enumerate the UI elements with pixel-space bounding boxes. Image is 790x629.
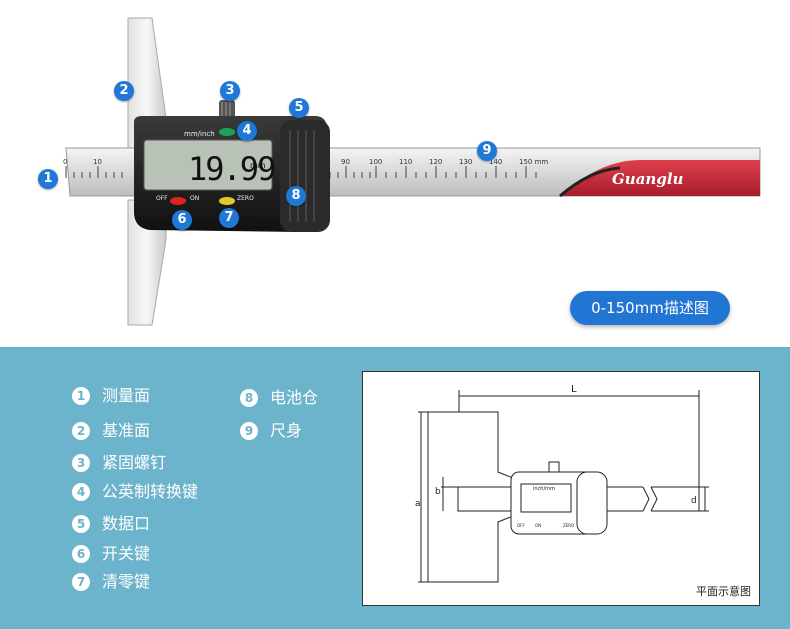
legend-item: 5 数据口 [72, 513, 150, 535]
callout-badge-1: 1 [38, 169, 58, 189]
legend-text: 公英制转换键 [102, 482, 199, 501]
zero-button [219, 197, 235, 205]
legend-text: 测量面 [102, 386, 151, 405]
mini-unit-label: inch/mm [533, 486, 555, 492]
unit-switch-label: mm/inch [184, 130, 215, 138]
legend-text: 数据口 [102, 514, 151, 533]
mini-on-label: ON [535, 523, 541, 528]
lock-screw [219, 100, 235, 120]
legend-text: 电池仓 [270, 388, 319, 407]
scale-label: 120 [429, 158, 442, 166]
legend-item: 2 基准面 [72, 420, 150, 442]
legend-number: 3 [72, 454, 90, 472]
legend-number: 5 [72, 515, 90, 533]
zero-label: ZERO [237, 195, 254, 202]
mini-zero-label: ZERO [563, 523, 574, 528]
scale-label: 110 [399, 158, 412, 166]
legend-number: 9 [240, 422, 258, 440]
depth-gauge-illustration: 0 10 90 100 110 120 130 140 150 mm Guang… [63, 17, 761, 326]
legend-text: 基准面 [102, 421, 151, 440]
legend-text: 尺身 [270, 421, 303, 440]
scale-label: 10 [93, 158, 102, 166]
callout-badge-8: 8 [286, 186, 306, 206]
legend-number: 2 [72, 422, 90, 440]
legend-item: 8 电池仓 [240, 387, 318, 409]
callout-badge-2: 2 [114, 81, 134, 101]
diagram-title: 平面示意图 [696, 585, 751, 598]
callout-badge-3: 3 [220, 81, 240, 101]
scale-label: 90 [341, 158, 350, 166]
ruler-ticks [65, 166, 537, 178]
legend-number: 6 [72, 545, 90, 563]
legend-item: 3 紧固螺钉 [72, 452, 166, 474]
dim-a-label: a [415, 499, 421, 509]
plan-view-diagram: L a b d inch/mm OFF ON ZERO 平面示意图 [362, 371, 760, 606]
scale-label: 130 [459, 158, 472, 166]
dim-l-label: L [571, 384, 577, 395]
legend-item: 7 清零键 [72, 571, 150, 593]
ruler-scale-labels: 0 10 90 100 110 120 130 140 150 mm [63, 158, 548, 166]
plan-view-drawing: L a b d inch/mm OFF ON ZERO [415, 384, 709, 583]
callout-badge-4: 4 [237, 121, 257, 141]
legend-number: 7 [72, 573, 90, 591]
unit-switch-button [219, 128, 235, 136]
power-button [170, 197, 186, 205]
legend-item: 9 尺身 [240, 420, 302, 442]
callout-badge-6: 6 [172, 210, 192, 230]
legend-number: 1 [72, 387, 90, 405]
diagram-caption: 0-150mm描述图 [570, 291, 730, 325]
scale-label: 0 [63, 158, 67, 166]
callout-badge-5: 5 [289, 98, 309, 118]
lcd-screen [143, 139, 273, 191]
lcd-unit: mm [250, 161, 266, 170]
product-photo-area: 0 10 90 100 110 120 130 140 150 mm Guang… [38, 17, 761, 326]
lcd-reading: 19.99 [188, 150, 275, 188]
scale-label: 150 mm [519, 158, 548, 166]
brand-logo: Guanglu [612, 170, 684, 188]
legend-item: 6 开关键 [72, 543, 150, 565]
scale-label: 100 [369, 158, 382, 166]
legend-text: 开关键 [102, 544, 151, 563]
legend-number: 8 [240, 389, 258, 407]
legend-text: 紧固螺钉 [102, 453, 167, 472]
mini-off-label: OFF [517, 523, 525, 528]
legend-item: 4 公英制转换键 [72, 481, 198, 503]
legend-item: 1 测量面 [72, 385, 150, 407]
off-label: OFF [156, 195, 168, 202]
dim-b-label: b [435, 487, 441, 497]
legend-text: 清零键 [102, 572, 151, 591]
legend-number: 4 [72, 483, 90, 501]
callout-badge-9: 9 [477, 141, 497, 161]
on-label: ON [190, 195, 199, 202]
callout-badge-7: 7 [219, 208, 239, 228]
dim-d-label: d [691, 496, 697, 506]
scale-label: 140 [489, 158, 502, 166]
